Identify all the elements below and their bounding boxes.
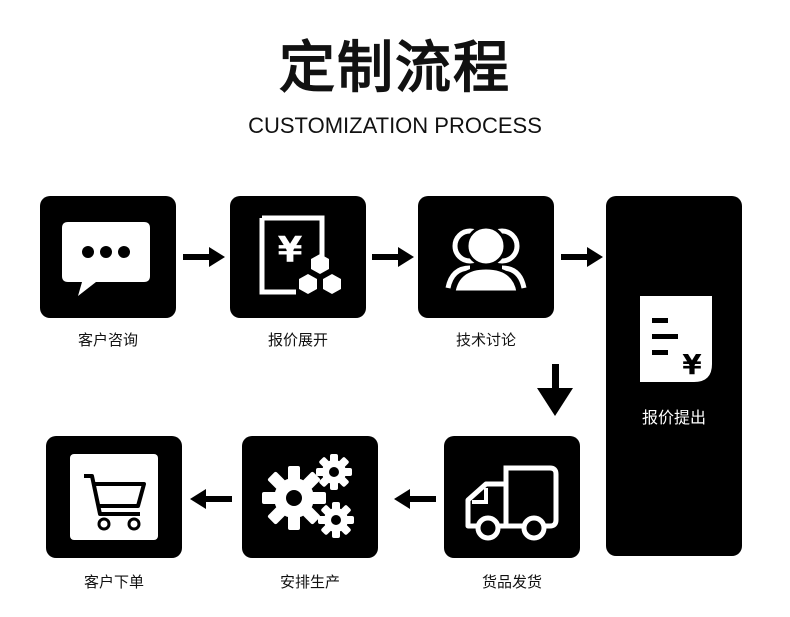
step-label-quote-submit: 报价提出 — [641, 408, 706, 427]
quote-document-icon: ¥ — [259, 215, 341, 295]
receipt-yen-icon: ¥ — [640, 296, 712, 382]
step-label-order: 客户下单 — [83, 573, 144, 591]
step-box-consult — [40, 196, 176, 318]
page-title: 定制流程 — [279, 36, 511, 101]
step-box-order — [46, 436, 182, 558]
step-label-production: 安排生产 — [279, 573, 340, 591]
shopping-cart-icon — [70, 454, 158, 540]
chat-bubble-icon — [62, 222, 150, 296]
gears-icon — [262, 454, 354, 538]
step-label-ship: 货品发货 — [481, 573, 542, 591]
arrow-left-icon — [190, 489, 232, 509]
yen-symbol: ¥ — [682, 348, 702, 381]
arrow-right-icon — [183, 247, 225, 267]
page-subtitle: CUSTOMIZATION PROCESS — [248, 113, 542, 138]
step-label-quote-expand: 报价展开 — [267, 331, 328, 349]
truck-icon — [465, 465, 559, 541]
arrow-left-icon — [394, 489, 436, 509]
yen-symbol: ¥ — [277, 230, 302, 271]
step-box-quote-submit: ¥ — [606, 196, 742, 556]
step-box-quote-expand: ¥ — [230, 196, 366, 318]
arrow-down-icon — [537, 364, 573, 416]
step-box-production — [242, 436, 378, 558]
step-box-ship — [444, 436, 580, 558]
arrow-right-icon — [561, 247, 603, 267]
step-label-tech-discuss: 技术讨论 — [455, 331, 516, 349]
people-group-icon — [445, 225, 527, 294]
step-label-consult: 客户咨询 — [77, 331, 138, 349]
step-box-tech-discuss — [418, 196, 554, 318]
arrow-right-icon — [372, 247, 414, 267]
